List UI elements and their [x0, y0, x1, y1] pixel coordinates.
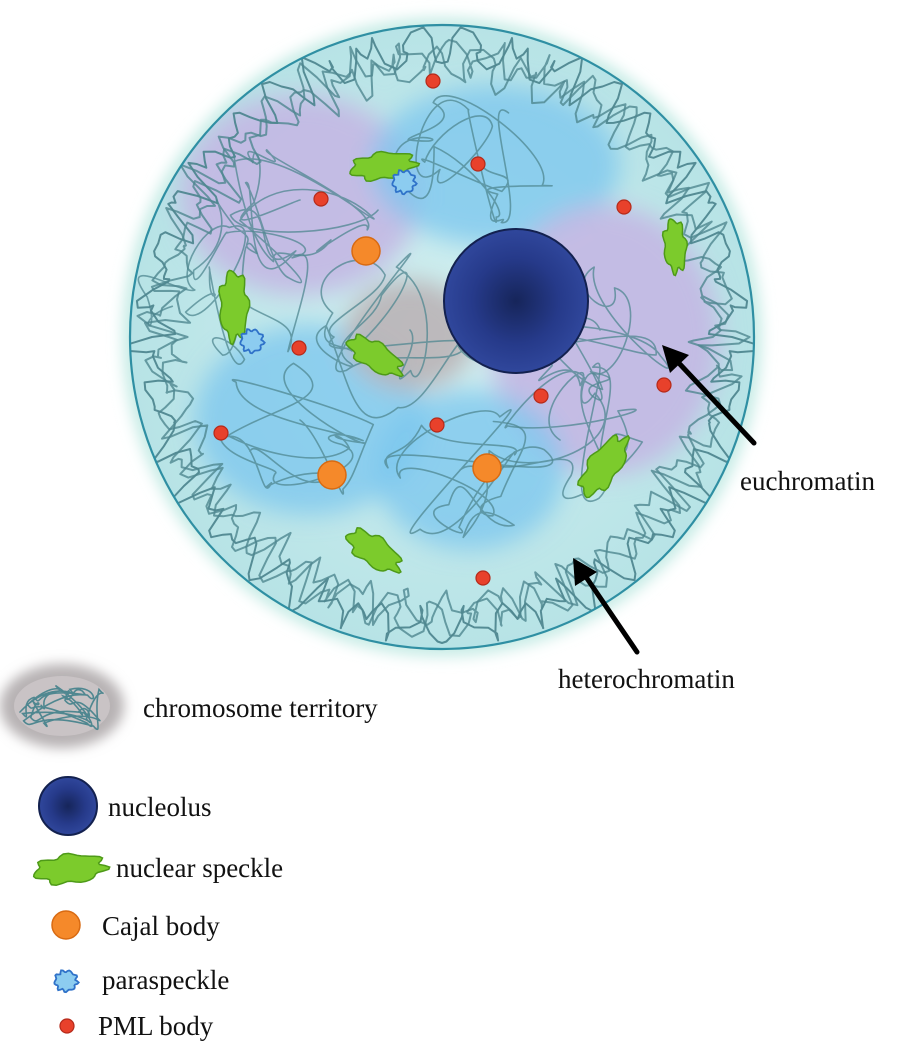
- pml-body: [617, 200, 631, 214]
- pml-body: [426, 74, 440, 88]
- pml-body: [476, 571, 490, 585]
- euchromatin-label: euchromatin: [740, 466, 875, 496]
- pml-body: [471, 157, 485, 171]
- cajal-body: [473, 454, 501, 482]
- cajal-body-icon: [52, 911, 80, 939]
- cajal-body: [318, 461, 346, 489]
- paraspeckle-icon: [54, 970, 78, 992]
- legend-label-pml-body: PML body: [98, 1011, 214, 1041]
- pml-body: [534, 389, 548, 403]
- pml-body: [430, 418, 444, 432]
- nucleolus: [444, 229, 588, 373]
- chromosome-territory-icon: [0, 664, 124, 748]
- legend-label-cajal-body: Cajal body: [102, 911, 220, 941]
- legend-label-nuclear-speckle: nuclear speckle: [116, 853, 283, 883]
- legend-label-nucleolus: nucleolus: [108, 792, 211, 822]
- pml-body-icon: [60, 1019, 74, 1033]
- pml-body: [657, 378, 671, 392]
- legend-label-chromosome-territory: chromosome territory: [143, 693, 378, 723]
- cajal-body: [352, 237, 380, 265]
- nuclear-speckle-icon: [34, 853, 110, 885]
- pml-body: [314, 192, 328, 206]
- legend: chromosome territory nucleolus nuclear s…: [0, 664, 378, 1041]
- nucleolus-icon: [39, 777, 97, 835]
- pml-body: [292, 341, 306, 355]
- pml-body: [214, 426, 228, 440]
- legend-label-paraspeckle: paraspeckle: [102, 965, 229, 995]
- heterochromatin-label: heterochromatin: [558, 664, 735, 694]
